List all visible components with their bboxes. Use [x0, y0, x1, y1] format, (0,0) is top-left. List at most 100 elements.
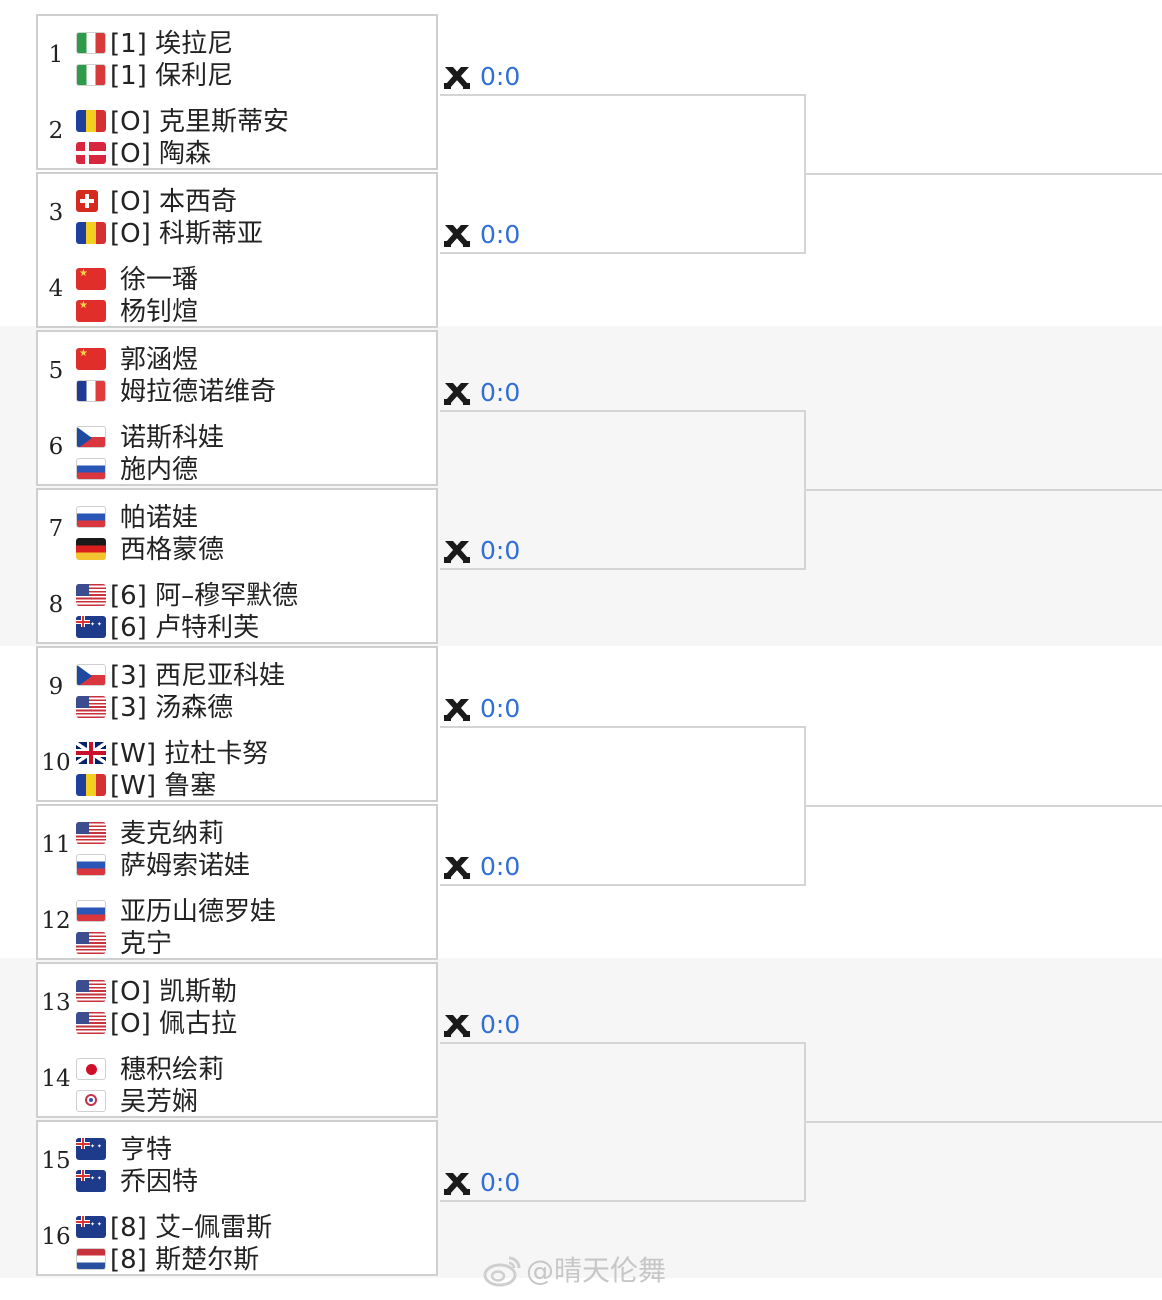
player-name: [8] 斯楚尔斯 — [110, 1245, 260, 1275]
player-name: [W] 拉杜卡努 — [110, 739, 269, 769]
seed-number: 16 — [41, 1224, 71, 1250]
flag-it-icon — [76, 64, 106, 86]
connector-line — [440, 1200, 806, 1202]
watermark-text: @晴天伦舞 — [526, 1254, 667, 1287]
team-entry[interactable]: 8[6] 阿–穆罕默德[6] 卢特利芙 — [38, 568, 438, 646]
connector-line — [440, 726, 806, 728]
flag-ro-icon — [76, 110, 106, 132]
team-entry[interactable]: 11 麦克纳莉萨姆索诺娃 — [38, 806, 438, 884]
flag-us-icon — [76, 980, 106, 1002]
crossed-rackets-icon — [442, 64, 472, 94]
seed-number: 14 — [41, 1066, 71, 1092]
flag-ru-icon — [76, 854, 106, 876]
flag-cn-icon — [76, 300, 106, 322]
team-entry[interactable]: 3 [O] 本西奇[O] 科斯蒂亚 — [38, 174, 438, 252]
player-name: [O] 科斯蒂亚 — [110, 219, 264, 249]
player-name: [O] 陶森 — [110, 139, 212, 169]
score-value: 0:0 — [480, 1010, 521, 1039]
team-entry[interactable]: 1[1] 埃拉尼[1] 保利尼 — [38, 16, 438, 94]
crossed-rackets-icon — [442, 538, 472, 568]
flag-au-icon — [76, 616, 106, 638]
flag-cn-icon — [76, 348, 106, 370]
connector-line — [804, 1121, 1162, 1123]
flag-dk-icon — [76, 142, 106, 164]
player-name: 麦克纳莉 — [120, 819, 225, 849]
player-name: 乔因特 — [120, 1167, 199, 1197]
connector-line — [804, 805, 1162, 807]
score-value: 0:0 — [480, 62, 521, 91]
score-value: 0:0 — [480, 378, 521, 407]
player-name: 萨姆索诺娃 — [120, 851, 251, 881]
team-entry[interactable]: 10 [W] 拉杜卡努[W] 鲁塞 — [38, 726, 438, 804]
match-box: 15 亨特乔因特 16 [8] 艾–佩雷斯[8] 斯楚尔斯 — [36, 1120, 438, 1276]
player-name: 姆拉德诺维奇 — [120, 377, 277, 407]
seed-number: 11 — [41, 832, 71, 858]
seed-number: 3 — [48, 200, 64, 226]
connector-line — [440, 410, 806, 412]
flag-au-icon — [76, 1138, 106, 1160]
player-name: 亨特 — [120, 1135, 173, 1165]
player-name: 施内德 — [120, 455, 199, 485]
flag-ru-icon — [76, 458, 106, 480]
flag-de-icon — [76, 538, 106, 560]
seed-number: 13 — [41, 990, 71, 1016]
crossed-rackets-icon — [442, 222, 472, 252]
player-name: 诺斯科娃 — [120, 423, 225, 453]
flag-us-icon — [76, 696, 106, 718]
flag-us-icon — [76, 1012, 106, 1034]
flag-cz-icon — [76, 664, 106, 686]
connector-line — [440, 568, 806, 570]
flag-us-icon — [76, 932, 106, 954]
flag-us-icon — [76, 822, 106, 844]
team-entry[interactable]: 4徐一璠杨钊煊 — [38, 252, 438, 330]
player-name: [3] 汤森德 — [110, 693, 234, 723]
player-name: [O] 凯斯勒 — [110, 977, 238, 1007]
team-entry[interactable]: 9[3] 西尼亚科娃[3] 汤森德 — [38, 648, 438, 726]
player-name: 克宁 — [120, 929, 173, 959]
seed-number: 12 — [41, 908, 71, 934]
flag-gb-icon — [76, 742, 106, 764]
team-entry[interactable]: 2 [O] 克里斯蒂安[O] 陶森 — [38, 94, 438, 172]
player-name: [O] 佩古拉 — [110, 1009, 238, 1039]
team-entry[interactable]: 15 亨特乔因特 — [38, 1122, 438, 1200]
crossed-rackets-icon — [442, 696, 472, 726]
flag-ro-icon — [76, 774, 106, 796]
player-name: [O] 本西奇 — [110, 187, 238, 217]
match-box: 1[1] 埃拉尼[1] 保利尼 2 [O] 克里斯蒂安[O] 陶森 — [36, 14, 438, 170]
seed-number: 7 — [48, 516, 64, 542]
score-value: 0:0 — [480, 220, 521, 249]
player-name: 西格蒙德 — [120, 535, 225, 565]
crossed-rackets-icon — [442, 380, 472, 410]
connector-line — [804, 489, 1162, 491]
team-entry[interactable]: 16 [8] 艾–佩雷斯[8] 斯楚尔斯 — [38, 1200, 438, 1278]
seed-number: 8 — [48, 592, 64, 618]
seed-number: 10 — [41, 750, 71, 776]
flag-ro-icon — [76, 222, 106, 244]
score-value: 0:0 — [480, 1168, 521, 1197]
seed-number: 5 — [48, 358, 64, 384]
weibo-icon — [482, 1254, 522, 1292]
player-name: [1] 保利尼 — [110, 61, 234, 91]
player-name: [O] 克里斯蒂安 — [110, 107, 290, 137]
crossed-rackets-icon — [442, 854, 472, 884]
player-name: [W] 鲁塞 — [110, 771, 217, 801]
flag-it-icon — [76, 32, 106, 54]
seed-number: 2 — [48, 118, 64, 144]
flag-cn-icon — [76, 268, 106, 290]
seed-number: 6 — [48, 434, 64, 460]
connector-line — [440, 94, 806, 96]
player-name: 徐一璠 — [120, 265, 199, 295]
player-name: [8] 艾–佩雷斯 — [110, 1213, 273, 1243]
player-name: 郭涵煜 — [120, 345, 199, 375]
seed-number: 15 — [41, 1148, 71, 1174]
team-entry[interactable]: 6 诺斯科娃施内德 — [38, 410, 438, 488]
team-entry[interactable]: 13 [O] 凯斯勒[O] 佩古拉 — [38, 964, 438, 1042]
